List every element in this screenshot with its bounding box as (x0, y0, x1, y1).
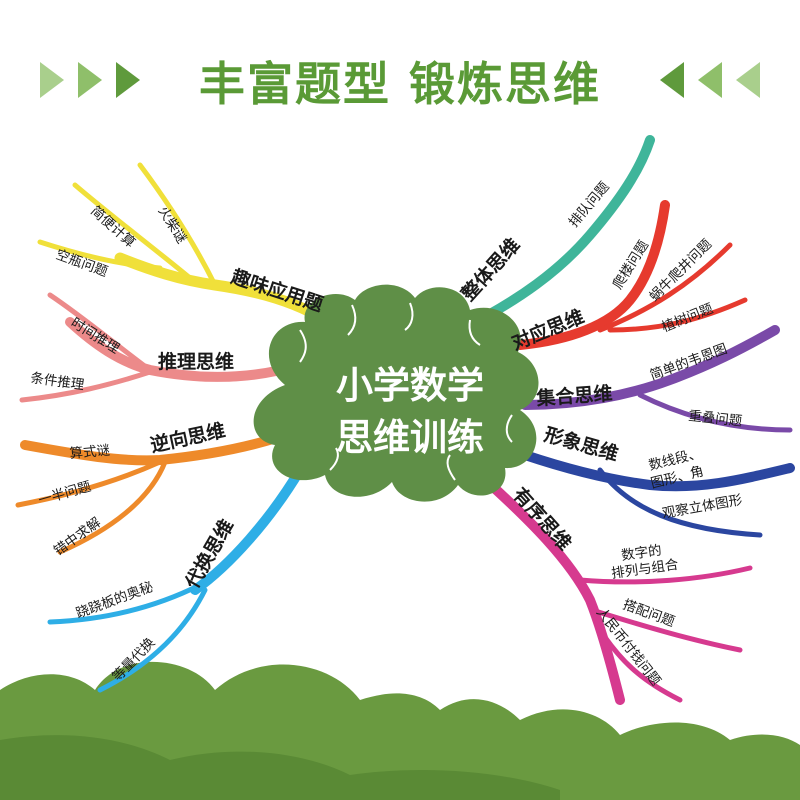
branch-line-xing-xiang (520, 450, 795, 492)
sub-label-suan-shi-mi: 算式谜 (69, 442, 111, 462)
center-title-line1: 小学数学 (336, 364, 484, 407)
sub-label-yi-ban-wen-ti: 一半问题 (37, 479, 93, 509)
sub-label-huo-chai-mi: 火柴谜 (155, 204, 190, 247)
branch-line-you-xu-sub2 (589, 607, 743, 653)
page-title: 丰富题型 锻炼思维 (198, 57, 601, 111)
branch-label-dui-ying: 对应思维 (508, 305, 587, 355)
branch-line-dai-huan-sub1 (47, 582, 203, 625)
branch-line-dai-huan-sub2 (97, 587, 208, 693)
branch-line-dui-ying-sub2 (607, 297, 748, 333)
branch-line-xing-xiang-sub1 (597, 467, 763, 538)
branch-line-dai-huan (190, 465, 305, 595)
right-arrow-decoration (660, 62, 760, 98)
branch-line-ji-he-sub1 (637, 392, 793, 433)
branch-line-tui-li-sub2 (19, 369, 153, 403)
branches-layer (15, 135, 795, 705)
branch-line-ni-xiang-sub1 (15, 459, 163, 508)
branch-line-qu-wei-sub3 (37, 239, 163, 271)
branch-line-zheng-ti (455, 135, 655, 335)
left-arrow-decoration (40, 62, 140, 98)
sub-label-li-ti-tu-xing: 观察立体图形 (661, 491, 744, 522)
center-title-line2: 思维训练 (336, 416, 484, 459)
branch-label-ji-he: 集合思维 (535, 382, 613, 410)
branch-label-qu-wei: 趣味应用题 (228, 265, 326, 317)
sub-label-cuo-zhong-qiu-jie: 错中求解 (51, 515, 104, 560)
ground-hills (0, 661, 800, 800)
branch-line-qu-wei-sub2 (72, 182, 193, 281)
sub-label-tiao-jian-tui-li: 条件推理 (29, 369, 85, 393)
sub-label-chong-die-wen-ti: 重叠问题 (688, 408, 743, 430)
branch-label-you-xu: 有序思维 (508, 483, 576, 555)
sub-label-zhi-shu-wen-ti: 植树问题 (660, 301, 716, 336)
branch-line-you-xu-sub3 (597, 627, 683, 703)
branch-label-tui-li: 推理思维 (158, 350, 234, 373)
branch-line-ni-xiang-sub2 (57, 459, 168, 555)
sub-label-shi-jian-tui-li: 时间推理 (68, 315, 123, 357)
center-cloud: 小学数学 思维训练 (253, 284, 539, 502)
branch-line-you-xu (475, 470, 625, 705)
branch-line-tui-li-sub1 (47, 292, 153, 373)
sub-label-shu-zi-de: 数字的 (620, 542, 662, 563)
branch-line-dui-ying-sub1 (597, 242, 733, 333)
branch-line-qu-wei-sub1 (137, 162, 218, 288)
branch-line-dui-ying (515, 200, 670, 350)
branch-line-tui-li (65, 317, 305, 382)
branch-line-ji-he (520, 325, 780, 410)
sub-label-jian-bian-ji-suan: 简便计算 (87, 202, 139, 251)
branch-line-you-xu-sub1 (577, 565, 753, 585)
